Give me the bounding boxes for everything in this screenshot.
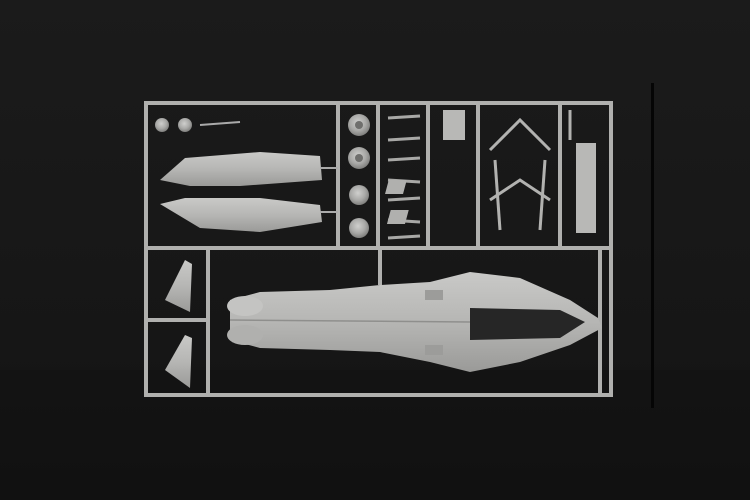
floor-shadow — [0, 370, 750, 500]
round-parts — [155, 118, 241, 132]
sprue-frame — [144, 101, 613, 397]
fuselage-half-parts — [160, 152, 338, 232]
tail-fin-parts — [165, 260, 192, 388]
seat-parts — [385, 110, 465, 224]
black-rod — [651, 83, 654, 408]
long-panel-part — [576, 143, 596, 233]
main-fuselage-part — [227, 272, 602, 372]
wheel-parts — [348, 114, 370, 238]
landing-gear-parts — [488, 110, 572, 231]
